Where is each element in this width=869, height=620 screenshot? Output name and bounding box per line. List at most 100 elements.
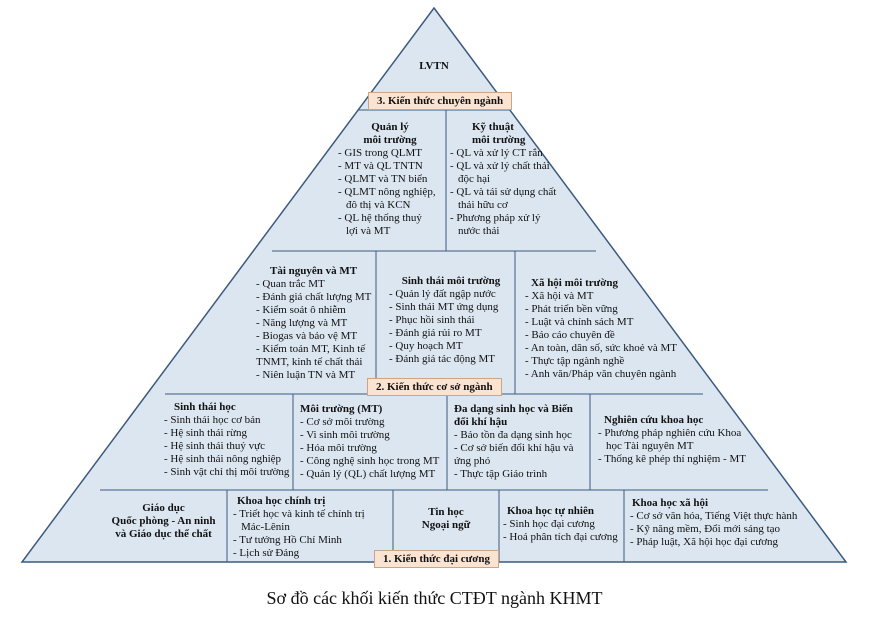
block-items: - Quan trắc MT - Đánh giá chất lượng MT … <box>256 278 374 382</box>
list-item: - Hệ sinh thái thuỷ vực <box>164 440 265 452</box>
block-title: Khoa học xã hội <box>632 497 709 509</box>
list-item: - Sinh vật chỉ thị môi trường <box>164 466 290 478</box>
tier-label-foundation: 2. Kiến thức cơ sở ngành <box>367 378 502 396</box>
list-item: TNMT, kinh tế chất thải <box>256 356 363 368</box>
block-items: - Cơ sở môi trường - Vi sinh môi trường … <box>300 416 446 481</box>
list-item: - Công nghệ sinh học trong MT <box>300 455 440 467</box>
list-item: - Kiểm toán MT, Kinh tế <box>256 343 366 355</box>
block-title: đổi khí hậu <box>454 416 508 428</box>
block-items: - Triết học và kinh tế chính trị Mác-Lên… <box>233 508 391 560</box>
list-item: - Báo cáo chuyên đề <box>525 329 615 341</box>
list-item: - Biogas và bảo vệ MT <box>256 330 358 342</box>
block-title: Khoa học tự nhiên <box>507 505 594 517</box>
block-social-environment: Xã hội môi trường - Xã hội và MT - Phát … <box>525 277 685 381</box>
list-item: - Cơ sở môi trường <box>300 416 385 428</box>
block-title: Tài nguyên và MT <box>270 265 358 277</box>
list-item: - Pháp luật, Xã hội học đại cương <box>630 536 779 548</box>
list-item: - Cơ sở biến đổi khí hậu và <box>454 442 574 454</box>
list-item: độc hại <box>458 173 491 185</box>
list-item: - MT và QL TNTN <box>338 160 423 172</box>
block-resources-environment: Tài nguyên và MT - Quan trắc MT - Đánh g… <box>256 265 374 382</box>
block-items: - Quản lý đất ngập nước - Sinh thái MT ứ… <box>389 288 513 366</box>
list-item: - Lịch sử Đảng <box>233 547 300 559</box>
list-item: - Tư tưởng Hồ Chí Minh <box>233 534 342 546</box>
list-item: - GIS trong QLMT <box>338 147 423 159</box>
block-title: Sinh thái môi trường <box>401 275 501 287</box>
block-items: - QL và xử lý CT rắn - QL và xử lý chất … <box>450 147 566 238</box>
block-title: môi trường <box>472 134 526 146</box>
block-environmental-ecology: Sinh thái môi trường - Quản lý đất ngập … <box>389 275 513 366</box>
list-item: ứng phó <box>454 455 491 467</box>
list-item: - Hóa môi trường <box>300 442 377 454</box>
block-title: Đa dạng sinh học và Biến <box>454 403 573 415</box>
list-item: - Phương pháp nghiên cứu Khoa <box>598 427 742 439</box>
tier-label-specialized: 3. Kiến thức chuyên ngành <box>368 92 513 110</box>
list-item: - QL và tái sử dụng chất <box>450 186 557 198</box>
block-environmental-engineering: Kỹ thuật môi trường - QL và xử lý CT rắn… <box>450 121 566 238</box>
list-item: - Phương pháp xử lý <box>450 212 541 224</box>
list-item: - Anh văn/Pháp văn chuyên ngành <box>525 368 677 380</box>
list-item: - Hệ sinh thái nông nghiệp <box>164 453 282 465</box>
list-item: - QL hệ thống thuỷ <box>338 212 422 224</box>
block-items: - Xã hội và MT - Phát triển bền vững - L… <box>525 290 685 381</box>
block-title: Nghiên cứu khoa học <box>604 414 704 426</box>
list-item: - QLMT và TN biển <box>338 173 428 185</box>
block-title: Kỹ thuật <box>472 121 514 133</box>
block-line: Tin học <box>428 506 464 518</box>
list-item: - Quản lý (QL) chất lượng MT <box>300 468 436 480</box>
list-item: - Hệ sinh thái rừng <box>164 427 247 439</box>
list-item: học Tài nguyên MT <box>606 440 694 452</box>
list-item: - An toàn, dân số, sức khoẻ và MT <box>525 342 677 354</box>
list-item: - Sinh học đại cương <box>503 518 595 530</box>
list-item: - Phát triển bền vững <box>525 303 618 315</box>
list-item: - Bảo tồn đa dạng sinh học <box>454 429 572 441</box>
block-title: Khoa học chính trị <box>237 495 326 507</box>
block-political-science: Khoa học chính trị - Triết học và kinh t… <box>233 495 391 560</box>
tier-label-general: 1. Kiến thức đại cương <box>374 550 499 568</box>
block-social-science: Khoa học xã hội - Cơ sở văn hóa, Tiếng V… <box>630 497 806 549</box>
block-items: - Cơ sở văn hóa, Tiếng Việt thực hành - … <box>630 510 806 549</box>
block-title: Xã hội môi trường <box>531 277 618 289</box>
block-it-foreign-language: Tin học Ngoại ngữ <box>393 504 499 534</box>
list-item: - Thống kê phép thí nghiệm - MT <box>598 453 746 465</box>
list-item: - Đánh giá tác động MT <box>389 353 495 365</box>
list-item: - Quản lý đất ngập nước <box>389 288 496 300</box>
list-item: - QL và xử lý CT rắn <box>450 147 543 159</box>
apex-label: LVTN <box>419 60 449 72</box>
block-line: và Giáo dục thể chất <box>115 527 212 540</box>
list-item: - Hoá phân tích đại cương <box>503 531 618 543</box>
block-environmental-management: Quản lý môi trường - GIS trong QLMT - MT… <box>338 121 442 238</box>
block-line: Ngoại ngữ <box>421 519 471 531</box>
block-defense-physical-education: Giáo dục Quốc phòng - An ninh và Giáo dụ… <box>100 500 227 542</box>
list-item: - Phục hồi sinh thái <box>389 314 475 326</box>
list-item: - Đánh giá chất lượng MT <box>256 291 372 303</box>
list-item: - Cơ sở văn hóa, Tiếng Việt thực hành <box>630 510 798 522</box>
block-items: - Bảo tồn đa dạng sinh học - Cơ sở biến … <box>454 429 588 481</box>
block-scientific-research: Nghiên cứu khoa học - Phương pháp nghiên… <box>598 414 754 466</box>
list-item: nước thải <box>458 225 500 237</box>
list-item: - Kỹ năng mềm, Đổi mới sáng tạo <box>630 523 781 535</box>
list-item: - Sinh thái học cơ bản <box>164 414 261 426</box>
list-item: - Quy hoạch MT <box>389 340 463 352</box>
block-items: - Phương pháp nghiên cứu Khoa học Tài ng… <box>598 427 754 466</box>
block-title: môi trường <box>363 134 417 146</box>
block-natural-science: Khoa học tự nhiên - Sinh học đại cương -… <box>503 505 623 544</box>
list-item: - Quan trắc MT <box>256 278 325 290</box>
block-title: Quản lý <box>371 121 409 133</box>
block-line: Quốc phòng - An ninh <box>111 514 216 527</box>
list-item: - Kiểm soát ô nhiễm <box>256 304 346 316</box>
list-item: Mác-Lênin <box>241 521 290 533</box>
list-item: - Xã hội và MT <box>525 290 594 302</box>
figure-caption: Sơ đồ các khối kiến thức CTĐT ngành KHMT <box>266 588 603 608</box>
list-item: - Đánh giá rủi ro MT <box>389 327 482 339</box>
block-items: - Sinh học đại cương - Hoá phân tích đại… <box>503 518 623 544</box>
list-item: - Luật và chính sách MT <box>525 316 634 328</box>
list-item: - QLMT nông nghiệp, <box>338 186 436 198</box>
list-item: - Vi sinh môi trường <box>300 429 390 441</box>
block-line: Giáo dục <box>142 501 185 514</box>
list-item: - Sinh thái MT ứng dụng <box>389 301 499 313</box>
block-items: - GIS trong QLMT - MT và QL TNTN - QLMT … <box>338 147 442 238</box>
block-title: Sinh thái học <box>174 401 236 413</box>
list-item: - QL và xử lý chất thải <box>450 160 550 172</box>
